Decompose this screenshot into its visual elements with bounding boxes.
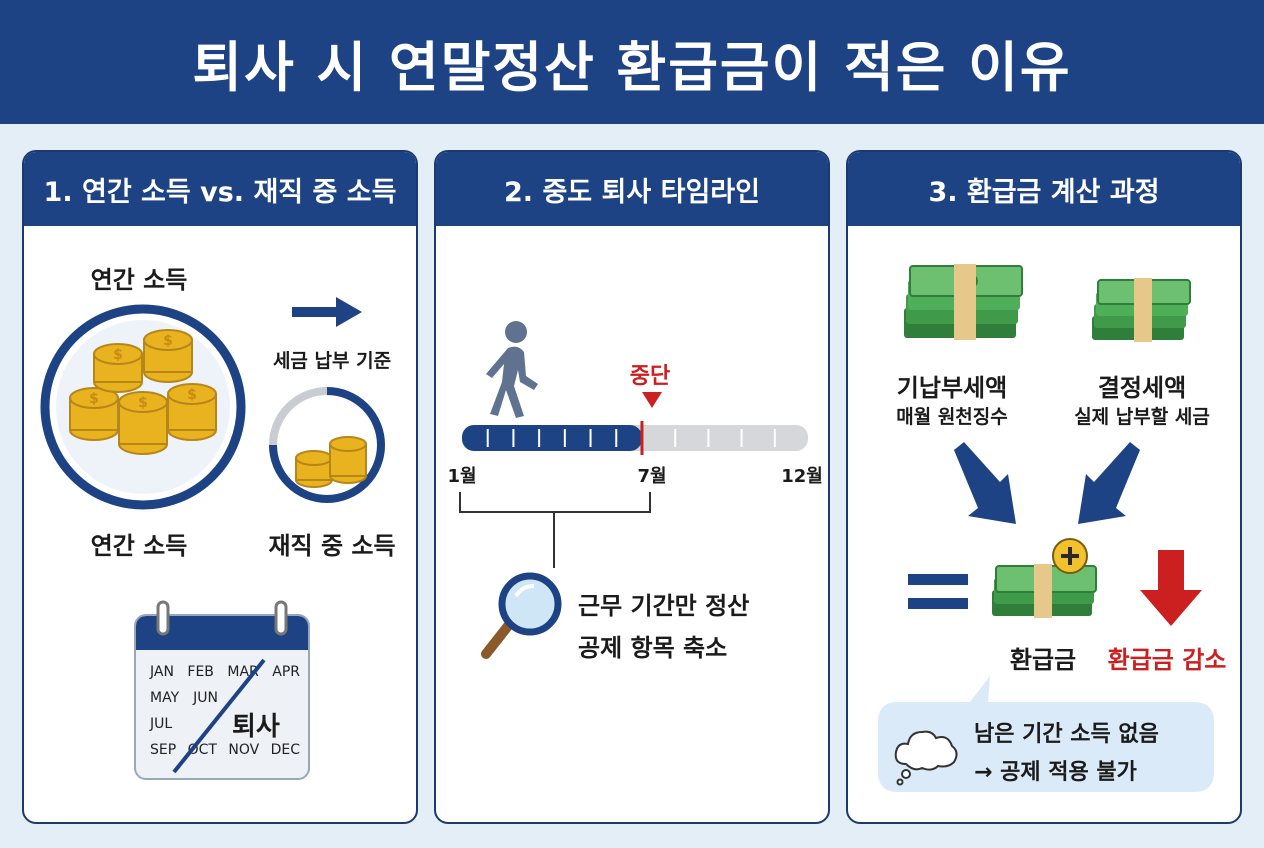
annual-coins-icon: $ $ $ $ $: [40, 304, 246, 510]
employed-income-label: 재직 중 소득: [268, 532, 396, 560]
timeline-worked-segment: [462, 425, 642, 451]
month-nov: NOV: [228, 742, 260, 758]
timeline-bar: [462, 421, 808, 455]
panel-refund-calculation: 3. 환급금 계산 과정 기납부세액 매월 원천징수 결정세액 실제 납부할 세…: [846, 150, 1242, 824]
bubble-line-2: → 공제 적용 불가: [974, 760, 1137, 785]
svg-text:$: $: [113, 347, 123, 363]
down-left-arrow-icon: [1078, 442, 1140, 524]
month-jul: JUL: [150, 716, 173, 732]
employed-coins-icon: [269, 387, 385, 503]
month-feb: FEB: [187, 664, 214, 680]
month-dec: DEC: [270, 742, 300, 758]
speech-bubble-icon: [878, 676, 1214, 792]
thought-cloud-icon: [894, 730, 958, 786]
determined-tax-sub: 실제 납부할 세금: [1074, 406, 1210, 428]
panel-timeline: 2. 중도 퇴사 타임라인 중단 1월 7월 12월 근무 기간만 정산 공제 …: [434, 150, 830, 824]
note-line-2: 공제 항목 축소: [578, 634, 728, 662]
plus-badge-icon: [1052, 538, 1088, 574]
svg-text:$: $: [89, 391, 99, 407]
svg-text:$: $: [187, 387, 197, 403]
bubble-line-1: 남은 기간 소득 없음: [974, 722, 1159, 747]
timeline-stop-label: 7월: [637, 466, 667, 487]
down-right-arrow-icon: [954, 442, 1016, 524]
paid-tax-money-icon: [904, 264, 1023, 340]
paid-tax-title: 기납부세액: [896, 374, 1008, 402]
panel-2-heading: 2. 중도 퇴사 타임라인: [436, 152, 828, 226]
svg-text:$: $: [138, 395, 148, 411]
equals-sign-icon: [908, 574, 968, 609]
stop-marker-icon: [642, 392, 662, 408]
calendar-rings-icon: [156, 600, 288, 636]
calendar-months: JAN FEB MAR APR MAY JUN JUL SEP OCT NOV …: [150, 664, 300, 758]
month-may: MAY: [150, 690, 180, 706]
refund-label: 환급금: [1009, 646, 1077, 674]
panel-annual-vs-employed: 1. 연간 소득 vs. 재직 중 소득 연간 소득 $ $ $ $ $ 세금 납부 기…: [22, 150, 418, 824]
note-line-1: 근무 기간만 정산: [578, 592, 750, 620]
month-sep: SEP: [150, 742, 177, 758]
paid-tax-sub: 매월 원천징수: [896, 406, 1008, 428]
annual-income-label-top: 연간 소득: [90, 266, 188, 294]
resignation-stamp: 퇴사: [232, 712, 280, 742]
strike-line-icon: [172, 658, 266, 774]
header-banner: 퇴사 시 연말정산 환급금이 적은 이유: [0, 0, 1264, 124]
panel-3-heading: 3. 환급금 계산 과정: [848, 152, 1240, 226]
annual-income-label-bottom: 연간 소득: [90, 532, 188, 560]
determined-tax-money-icon: [1092, 278, 1191, 342]
right-arrow-icon: [292, 297, 362, 327]
timeline-start-label: 1월: [447, 466, 477, 487]
refund-decrease-label: 환급금 감소: [1107, 646, 1227, 674]
arrow-caption: 세금 납부 기준: [272, 350, 392, 372]
timeline-end-label: 12월: [781, 466, 823, 487]
stop-label: 중단: [629, 364, 671, 389]
month-apr: APR: [272, 664, 300, 680]
determined-tax-title: 결정세액: [1097, 374, 1187, 402]
down-red-arrow-icon: [1140, 550, 1202, 626]
month-jan: JAN: [150, 664, 174, 680]
walking-person-icon: [486, 321, 538, 418]
magnifier-icon: [481, 572, 562, 659]
panel-1-heading: 1. 연간 소득 vs. 재직 중 소득: [24, 152, 416, 226]
period-bracket-icon: [459, 492, 651, 568]
svg-text:$: $: [163, 333, 173, 349]
month-jun: JUN: [193, 690, 218, 706]
page-title: 퇴사 시 연말정산 환급금이 적은 이유: [192, 35, 1072, 99]
